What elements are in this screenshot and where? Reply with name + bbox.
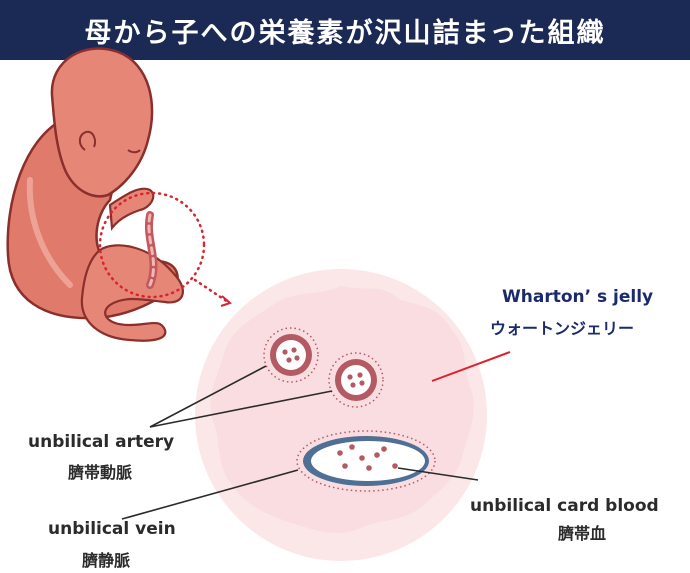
page-title: 母から子への栄養素が沢山詰まった組織 — [84, 17, 606, 49]
artery-leader-line-1 — [149, 365, 267, 428]
zoom-connector — [193, 278, 230, 304]
zoom-circle — [98, 191, 206, 299]
vein-ellipse — [296, 430, 436, 492]
cord-blood-label-jp: 臍帯血 — [558, 524, 607, 543]
artery-leader-line-2 — [149, 390, 333, 428]
wharton-leader-line — [431, 351, 511, 382]
fetus-illustration — [6, 47, 184, 342]
artery-right — [328, 352, 384, 408]
artery-label-en: unbilical artery — [28, 432, 175, 452]
umbilical-cord-segment — [145, 211, 158, 289]
artery-upper-left — [263, 327, 319, 383]
wharton-jelly-label-jp: ウォートンジェリー — [490, 319, 635, 338]
vein-leader-line — [121, 469, 299, 520]
cord-cross-section — [195, 269, 487, 561]
vein-label-jp: 臍静脈 — [82, 551, 131, 570]
vein-label-en: unbilical vein — [48, 519, 176, 539]
wharton-jelly-label-en: Wharton’ s jelly — [502, 287, 654, 307]
zoom-arrow-icon — [220, 295, 232, 307]
blood-leader-line — [397, 467, 479, 481]
cord-blood-label-en: unbilical card blood — [470, 496, 659, 516]
artery-label-jp: 臍帯動脈 — [68, 463, 133, 482]
